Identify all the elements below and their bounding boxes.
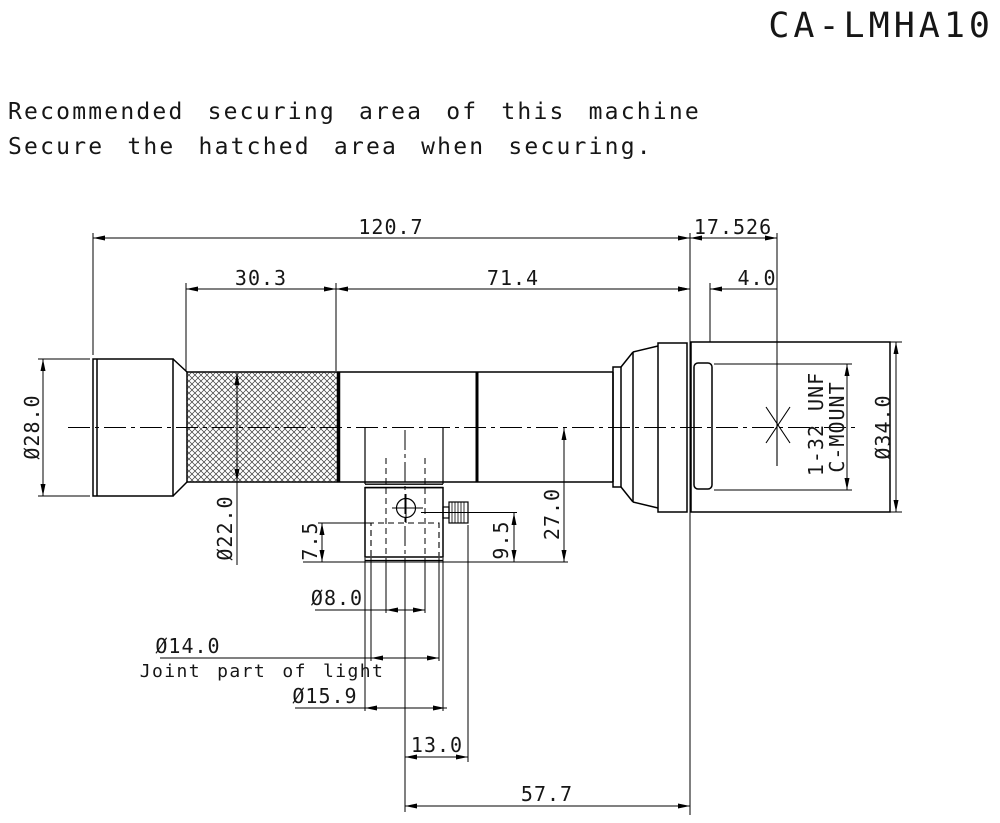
thumb-screw-knob [421,501,517,524]
drawing-title: CA-LMHA10 [768,6,994,46]
dim-mount-dia: Ø34.0 [871,394,895,460]
dim-knob-offset: 13.0 [410,733,464,757]
dim-overall-length: 120.7 [358,215,424,239]
dim-joint-to-flange: 57.7 [520,782,574,806]
dim-flange-back: 17.526 [693,215,773,239]
dim-light-joint-dia: Ø14.0 [155,634,221,658]
dim-joint-outer-dia: Ø15.9 [292,684,358,708]
dim-light-hole-dia: Ø8.0 [310,586,364,610]
mount-thread-spec-line1: 1-32 UNF [804,371,828,477]
dim-thread-length: 4.0 [737,266,777,290]
mount-thread-spec-line2: C-MOUNT [825,381,849,473]
note-line-1: Recommended securing area of this machin… [8,99,701,125]
screw-hole [392,494,423,523]
dim-joint-drop: 27.0 [540,487,564,541]
extension-lines [38,233,902,815]
dim-securing-dia: Ø22.0 [213,495,237,561]
dim-securing-area-length: 30.3 [234,266,288,290]
dim-knob-axis-height: 9.5 [489,520,513,560]
dim-front-dia: Ø28.0 [20,394,44,460]
dimension-lines [40,235,899,809]
note-line-2: Secure the hatched area when securing. [8,134,653,160]
image-plane-mark [765,390,791,466]
dim-body-length: 71.4 [486,266,540,290]
light-joint-part [364,428,517,572]
dim-joint-inner-depth: 7.5 [298,521,322,561]
light-joint-note: Joint part of light [139,661,385,682]
